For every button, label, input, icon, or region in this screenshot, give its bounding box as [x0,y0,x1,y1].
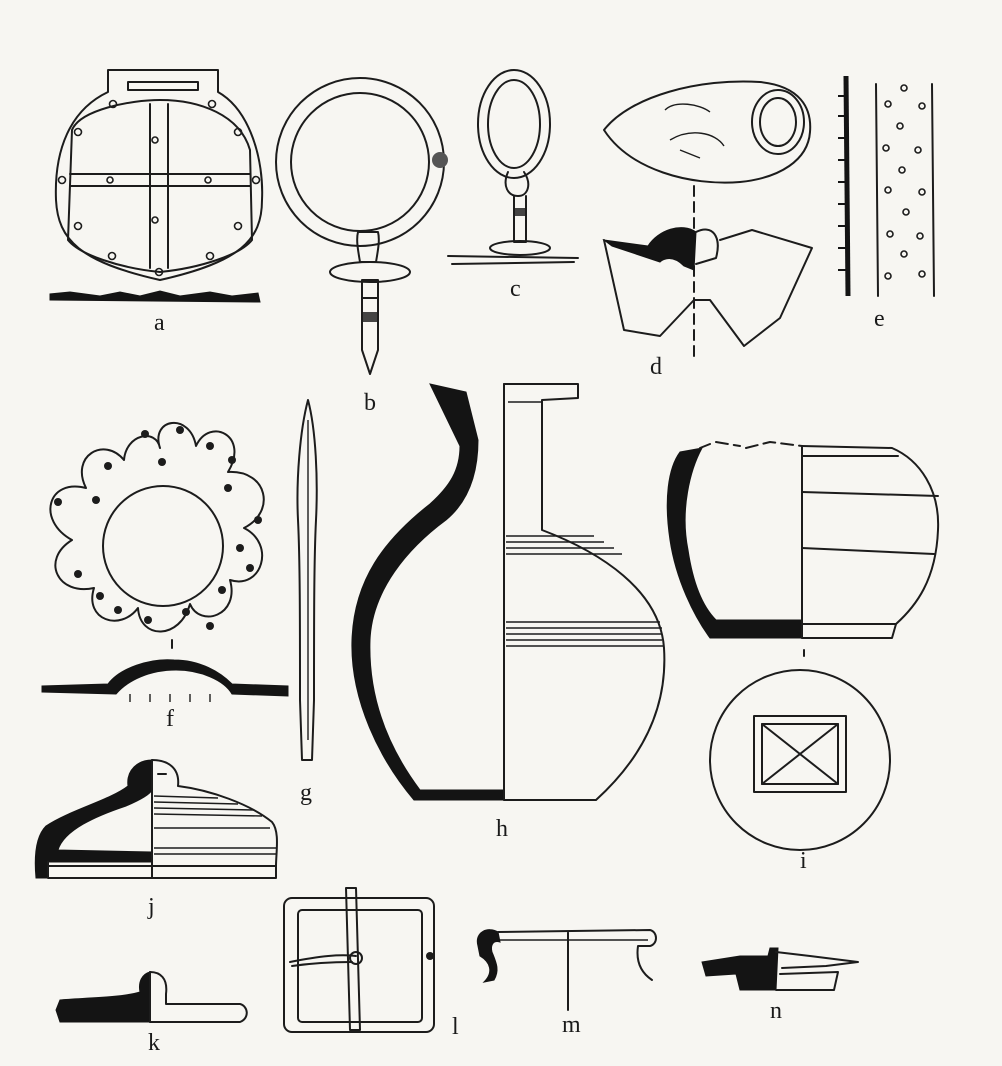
label-j: j [147,894,155,920]
label-f: f [166,706,174,732]
label-b: b [364,390,376,416]
figure-e-strip: e [838,75,935,332]
label-l: l [452,1014,459,1040]
figure-n-base: n [701,947,859,1024]
figure-m-rim: m [476,929,657,1038]
figure-l-buckle: l [283,887,459,1040]
figure-h-flask: h [351,383,666,842]
label-m: m [562,1012,581,1038]
figure-b-ring-stud: b [275,77,448,416]
label-n: n [770,998,782,1024]
figure-a-mount: a [49,69,264,336]
label-h: h [496,816,508,842]
label-c: c [510,276,521,302]
label-d: d [650,354,662,380]
figure-d-lamp: d [602,80,813,380]
label-g: g [300,780,312,806]
figure-j-lid: j [34,759,278,920]
figure-k-small-lid: k [55,971,248,1056]
label-k: k [148,1030,160,1056]
label-i: i [800,848,807,874]
label-a: a [154,310,165,336]
label-e: e [874,306,885,332]
figure-i-jar: i [666,441,940,874]
figure-f-rosette: f [41,421,289,732]
figure-c-small-ring: c [447,69,579,302]
figure-g-needle: g [296,399,318,806]
